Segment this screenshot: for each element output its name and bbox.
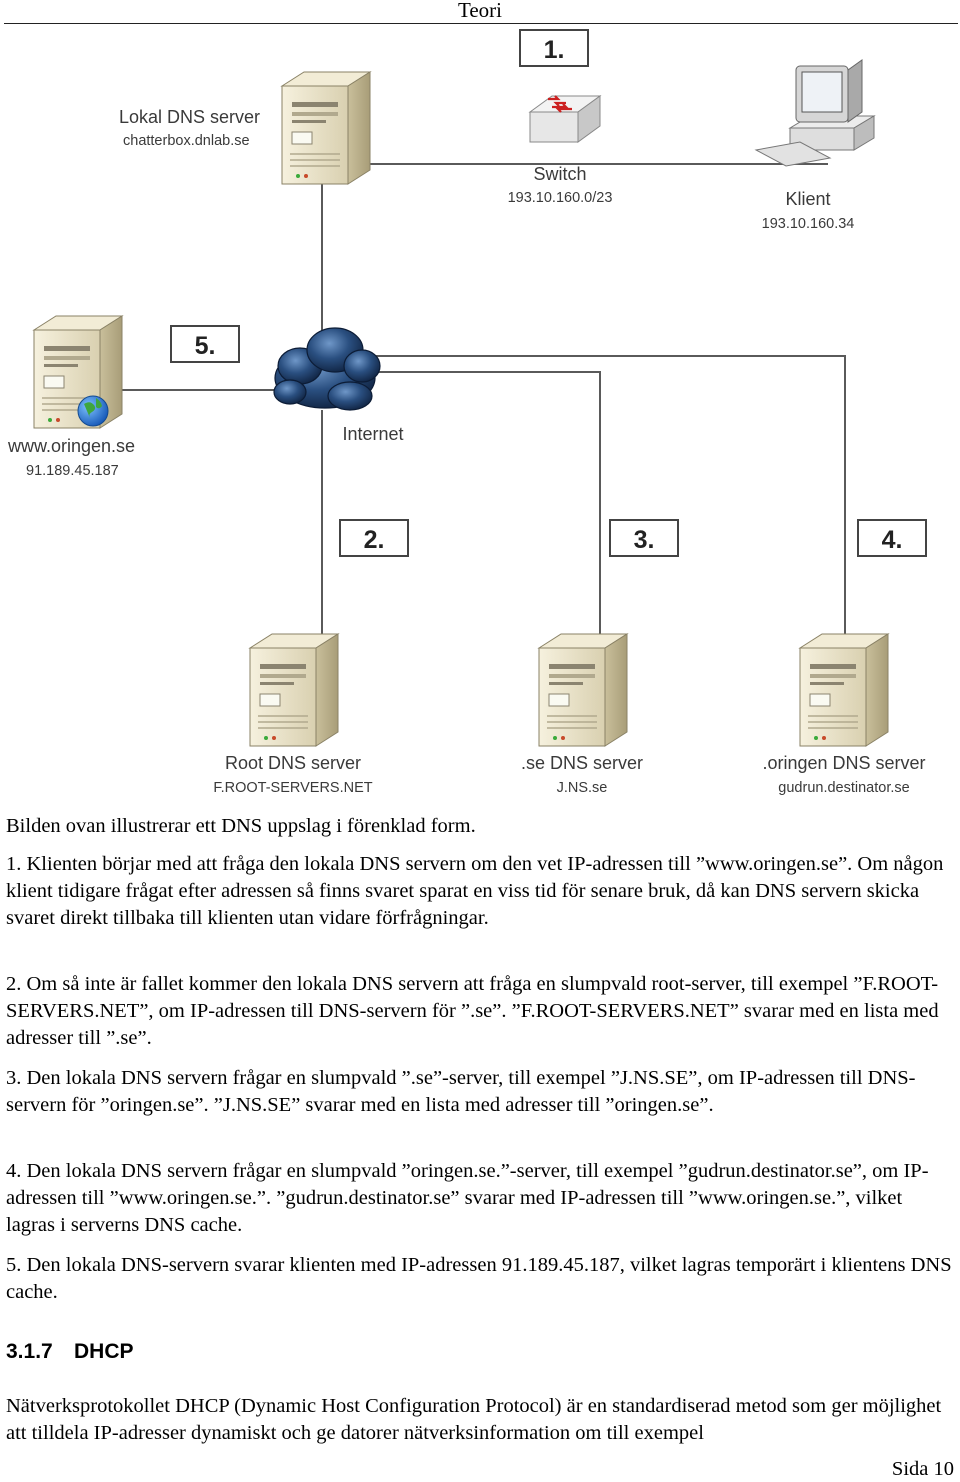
cloud-icon [273, 327, 381, 411]
website-node: www.oringen.se 91.189.45.187 [7, 315, 135, 479]
globe-icon [77, 395, 109, 427]
switch-node: Switch 193.10.160.0/23 [508, 95, 613, 206]
client-node: Klient 193.10.160.34 [754, 59, 876, 232]
svg-text:3.: 3. [634, 526, 655, 554]
local-dns-server-node: Lokal DNS server chatterbox.dnlab.se [119, 71, 371, 185]
root-dns-server-node: Root DNS server F.ROOT-SERVERS.NET [213, 633, 373, 796]
svg-text:4.: 4. [882, 526, 903, 554]
step-3-paragraph: 3. Den lokala DNS servern frågar en slum… [6, 1067, 916, 1116]
section-number: 3.1.7 [6, 1340, 53, 1363]
dhcp-paragraph: Nätverksprotokollet DHCP (Dynamic Host C… [6, 1395, 942, 1444]
link-internet-sedns [362, 371, 601, 660]
svg-text:5.: 5. [195, 332, 216, 360]
step-marker-2: 2. [339, 519, 409, 557]
oringen-dns-server-node: .oringen DNS server gudrun.destinator.se [762, 633, 926, 796]
client-name: Klient [785, 189, 830, 209]
server-icon [249, 633, 339, 747]
link-internet-oringendns [374, 355, 846, 652]
header-title: Teori [457, 0, 502, 22]
header-rule [4, 23, 958, 24]
server-icon [281, 71, 371, 185]
root-dns-host: F.ROOT-SERVERS.NET [213, 780, 372, 796]
step-marker-1: 1. [519, 29, 589, 67]
page-number: Sida 10 [891, 1458, 954, 1480]
step-4-paragraph: 4. Den lokala DNS servern frågar en slum… [6, 1160, 929, 1236]
intro-paragraph: Bilden ovan illustrerar ett DNS uppslag … [6, 815, 476, 837]
switch-name: Switch [533, 164, 586, 184]
website-name: www.oringen.se [7, 436, 135, 456]
network-links [92, 163, 846, 660]
step-5-paragraph: 5. Den lokala DNS-servern svarar kliente… [6, 1254, 952, 1303]
step-marker-3: 3. [609, 519, 679, 557]
server-icon [538, 633, 628, 747]
se-dns-name: .se DNS server [521, 753, 643, 773]
step-2-paragraph: 2. Om så inte är fallet kommer den lokal… [6, 973, 939, 1049]
client-ip: 193.10.160.34 [762, 216, 855, 232]
local-dns-name: Lokal DNS server [119, 107, 260, 127]
oringen-dns-host: gudrun.destinator.se [778, 780, 909, 796]
dns-lookup-diagram: 1. 5. 2. 3. 4. Lokal DNS server chatterb… [7, 29, 927, 796]
section-heading: 3.1.7 DHCP [6, 1340, 134, 1364]
step-marker-4: 4. [857, 519, 927, 557]
server-icon [799, 633, 889, 747]
root-dns-name: Root DNS server [225, 753, 361, 773]
internet-node: Internet [273, 327, 404, 444]
step-1-paragraph: 1. Klienten börjar med att fråga den lok… [6, 853, 944, 929]
switch-icon [528, 95, 602, 143]
se-dns-server-node: .se DNS server J.NS.se [521, 633, 643, 796]
step-marker-5: 5. [170, 325, 240, 363]
oringen-dns-name: .oringen DNS server [762, 753, 925, 773]
svg-text:2.: 2. [364, 526, 385, 554]
se-dns-host: J.NS.se [557, 780, 608, 796]
website-ip: 91.189.45.187 [26, 463, 119, 479]
desktop-computer-icon [754, 59, 876, 167]
section-title: DHCP [74, 1340, 134, 1363]
local-dns-host: chatterbox.dnlab.se [123, 133, 250, 149]
switch-ip: 193.10.160.0/23 [508, 190, 613, 206]
svg-text:1.: 1. [544, 36, 565, 64]
running-header: Teori [0, 0, 960, 24]
internet-label: Internet [342, 424, 403, 444]
